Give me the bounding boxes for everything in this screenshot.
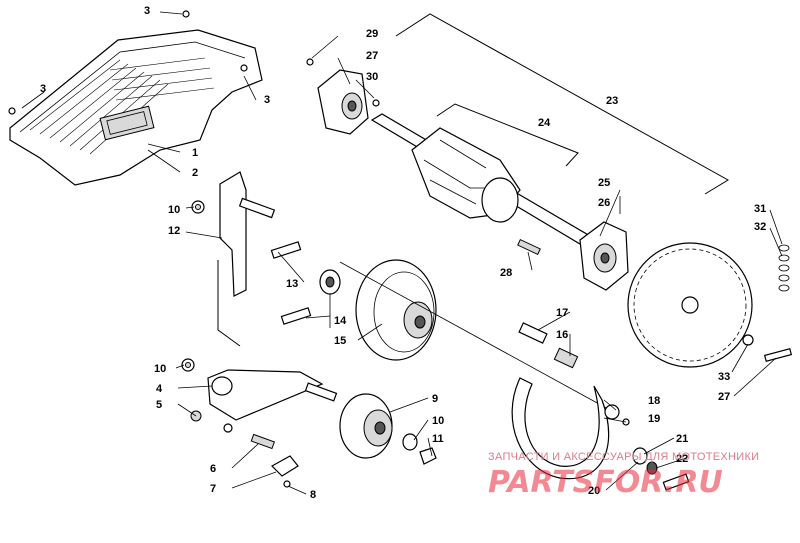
- callout-16: 16: [556, 329, 568, 341]
- callout-14: 14: [334, 315, 347, 327]
- callout-10: 10: [168, 204, 180, 216]
- callout-15: 15: [334, 335, 346, 347]
- brake-drum: [319, 259, 611, 411]
- callout-18: 18: [648, 395, 660, 407]
- callout-3: 3: [264, 94, 270, 106]
- large-sprocket: [627, 242, 793, 368]
- callout-11: 11: [432, 433, 444, 445]
- callout-2: 2: [192, 167, 198, 179]
- callout-29: 29: [366, 28, 378, 40]
- brake-band: [511, 322, 690, 491]
- callout-23: 23: [606, 95, 618, 107]
- watermark-logo: PARTSFOR.RU: [488, 465, 723, 500]
- drive-shaft-assembly: [306, 13, 729, 291]
- callout-8: 8: [310, 489, 316, 501]
- callout-7: 7: [210, 483, 216, 495]
- watermark-text: ЗАПЧАСТИ И АКСЕССУАРЫ ДЛЯ МОТОТЕХНИКИ: [488, 451, 759, 463]
- callout-6: 6: [210, 463, 216, 475]
- callout-20: 20: [588, 485, 600, 497]
- callout-3: 3: [40, 83, 46, 95]
- callout-4: 4: [156, 383, 163, 395]
- callout-27: 27: [718, 391, 730, 403]
- callout-13: 13: [286, 278, 298, 290]
- callout-27: 27: [366, 50, 378, 62]
- callout-3: 3: [144, 5, 150, 17]
- callout-1: 1: [192, 147, 198, 159]
- callout-17: 17: [556, 307, 568, 319]
- mount-bracket: [181, 171, 338, 488]
- idler-wheel: [339, 393, 437, 465]
- leader-lines: [21, 11, 783, 495]
- callout-28: 28: [500, 267, 512, 279]
- callout-12: 12: [168, 225, 180, 237]
- callout-32: 32: [754, 221, 766, 233]
- callout-33: 33: [718, 371, 730, 383]
- callout-numbers: 3 3 3 1 2 29 27 30 23 24 25 26 28 31 32 …: [40, 5, 766, 501]
- skid-plate: [8, 10, 263, 186]
- callout-24: 24: [538, 117, 551, 129]
- callout-9: 9: [432, 393, 438, 405]
- callout-26: 26: [598, 197, 610, 209]
- callout-10: 10: [432, 415, 444, 427]
- callout-25: 25: [598, 177, 610, 189]
- callout-10: 10: [154, 363, 166, 375]
- callout-19: 19: [648, 413, 660, 425]
- callout-31: 31: [754, 203, 766, 215]
- callout-30: 30: [366, 71, 378, 83]
- watermark: ЗАПЧАСТИ И АКСЕССУАРЫ ДЛЯ МОТОТЕХНИКИ PA…: [488, 451, 759, 500]
- callout-21: 21: [676, 433, 688, 445]
- callout-5: 5: [156, 399, 162, 411]
- callout-22: 22: [676, 453, 688, 465]
